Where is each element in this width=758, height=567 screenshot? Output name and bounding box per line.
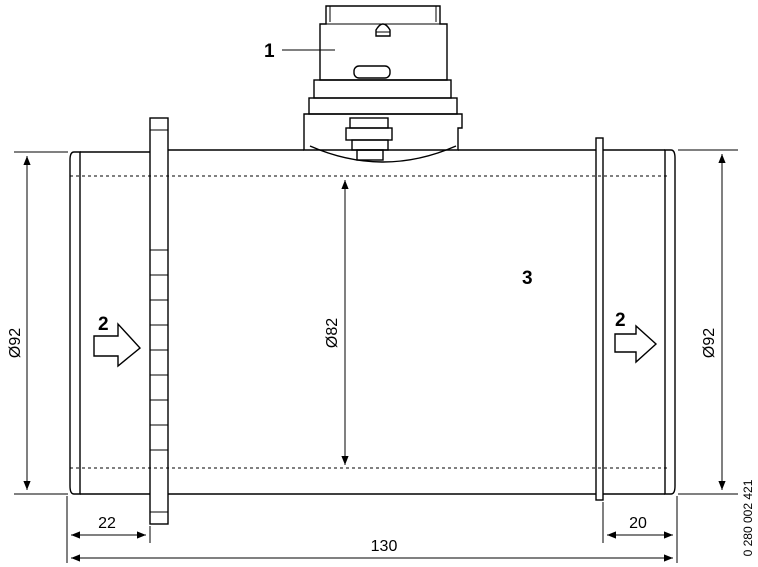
outlet-flange — [595, 137, 604, 501]
sensor-connector — [303, 5, 463, 163]
inlet-flange — [149, 117, 169, 525]
dim-length-total: 130 — [371, 538, 398, 555]
label-flow-out: 2 — [615, 310, 626, 331]
flow-in-arrow-icon — [93, 322, 142, 368]
dim-inner: Ø82 — [324, 318, 341, 348]
dim-length-left: 22 — [98, 515, 116, 532]
inlet-end — [69, 151, 81, 495]
label-housing: 3 — [522, 268, 533, 289]
dim-outer-right: Ø92 — [701, 328, 718, 358]
part-number: 0 280 002 421 — [741, 479, 755, 556]
dim-outer-left: Ø92 — [7, 328, 24, 358]
tube-housing — [70, 149, 670, 495]
label-sensor: 1 — [264, 41, 275, 62]
label-flow-in: 2 — [98, 314, 109, 335]
dimension-lines — [14, 49, 738, 563]
dim-length-right: 20 — [629, 515, 647, 532]
outlet-end — [664, 149, 676, 495]
flow-out-arrow-icon — [614, 324, 658, 364]
